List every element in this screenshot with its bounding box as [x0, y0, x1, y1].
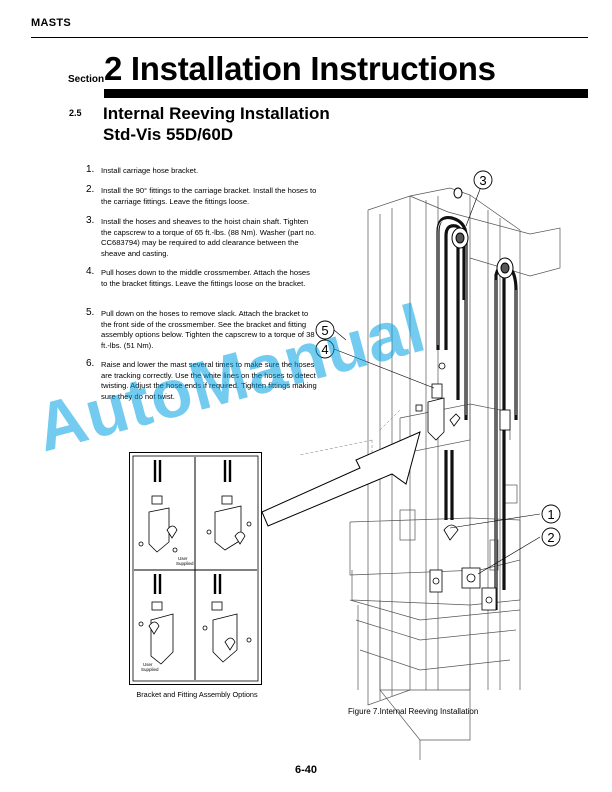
step-number: 5.	[86, 307, 95, 318]
user-supplied-line1-b: User	[143, 662, 153, 667]
step-5: 5. Pull down on the hoses to remove slac…	[86, 307, 318, 351]
subsection-title-line1: Internal Reeving Installation	[103, 104, 330, 123]
step-number: 1.	[86, 164, 95, 175]
subsection-number: 2.5	[69, 108, 82, 118]
step-number: 6.	[86, 358, 95, 369]
subsection-title-line2: Std-Vis 55D/60D	[103, 125, 234, 144]
step-text: Pull hoses down to the middle crossmembe…	[101, 268, 310, 288]
figure-caption: Figure 7.Internal Reeving Installation	[348, 707, 479, 716]
step-4: 4. Pull hoses down to the middle crossme…	[86, 266, 318, 289]
step-text: Pull down on the hoses to remove slack. …	[101, 309, 315, 350]
page-number: 6-40	[295, 764, 318, 776]
step-text: Install the 90° fittings to the carriage…	[101, 186, 317, 206]
callout-4: 4	[321, 342, 328, 357]
step-3: 3. Install the hoses and sheaves to the …	[86, 215, 318, 259]
header-rule	[31, 37, 588, 38]
step-number: 2.	[86, 184, 95, 195]
step-text: Raise and lower the mast several times t…	[101, 360, 317, 401]
running-header: MASTS	[31, 17, 71, 29]
callout-5: 5	[321, 323, 328, 338]
callout-3: 3	[479, 173, 486, 188]
user-supplied-line1: User	[178, 556, 188, 561]
user-supplied-line2-b: Supplied	[141, 667, 159, 672]
step-text: Install the hoses and sheaves to the hoi…	[101, 217, 316, 258]
section-title-bar	[104, 89, 588, 98]
user-supplied-line2: Supplied	[176, 561, 194, 566]
bracket-options-illustration: User Supplied User Supplied	[132, 455, 259, 682]
step-number: 4.	[86, 266, 95, 277]
step-number: 3.	[86, 215, 95, 226]
section-title: 2 Installation Instructions	[104, 50, 496, 87]
bracket-options-box	[129, 452, 262, 685]
step-text: Install carriage hose bracket.	[101, 166, 199, 175]
step-2: 2. Install the 90° fittings to the carri…	[86, 184, 318, 207]
bracket-options-caption: Bracket and Fitting Assembly Options	[136, 690, 258, 699]
callout-2: 2	[547, 530, 554, 545]
section-label: Section	[68, 74, 105, 85]
callout-1: 1	[547, 507, 554, 522]
step-1: 1. Install carriage hose bracket.	[86, 164, 318, 177]
step-6: 6. Raise and lower the mast several time…	[86, 358, 318, 402]
